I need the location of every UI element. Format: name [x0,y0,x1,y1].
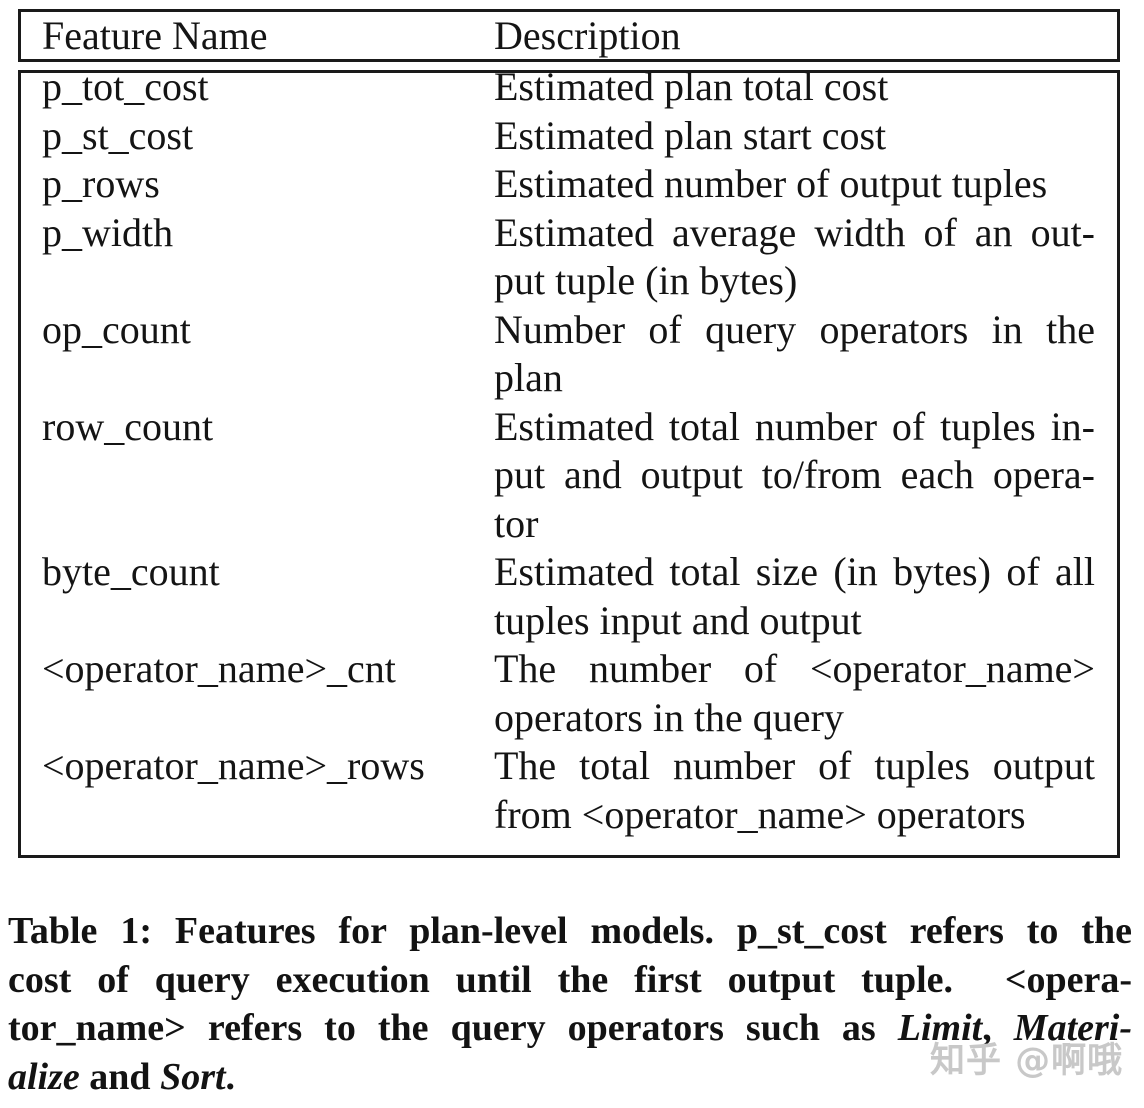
feature-name-cell: <operator_name>_cnt [42,646,396,691]
feature-name-cell: p_width [42,209,174,255]
description-line: put and output to/from each opera- [494,452,1095,497]
description-line: from <operator_name> operators [494,791,1026,837]
watermark: 知乎 @啊哦 [930,1041,1124,1081]
description-line: put tuple (in bytes) [494,258,798,303]
description-line: Estimated number of output tuples [494,161,1048,206]
table-row: op_count Number of query operators in th… [42,306,1095,403]
caption-line: tor_name> refers to the query operators … [8,1004,1132,1053]
table-row: p_tot_cost Estimated plan total cost [42,70,1095,112]
table-row: p_width Estimated average width of an ou… [42,209,1095,306]
description-cell: Number of query operators in the plan [494,306,1095,403]
description-line: Estimated total number of tuples in- [494,403,1095,449]
description-line: The number of <operator_name> [494,646,1095,691]
description-cell: Estimated plan total cost [494,70,1095,112]
feature-name-cell: p_rows [42,161,160,206]
header-feature-name: Feature Name [42,13,268,58]
feature-name-cell: p_st_cost [42,112,194,158]
description-cell: Estimated total size (in bytes) of all t… [494,548,1095,645]
caption-line: Table 1: Features for plan-level models.… [8,907,1132,956]
feature-table-header-row: Feature Name Description [18,9,1120,62]
description-line: Estimated plan start cost [494,112,887,158]
table-row: p_st_cost Estimated plan start cost [42,112,1095,161]
feature-name-cell: <operator_name>_rows [42,743,425,788]
description-line: tuples input and output [494,597,862,643]
feature-name-cell: row_count [42,403,214,449]
caption-text: cost of query execution until the first … [8,958,1132,1001]
description-cell: Estimated plan start cost [494,112,1095,161]
caption-text: , [982,1007,1014,1049]
description-cell: Estimated number of output tuples [494,160,1095,209]
description-line: Number of query operators in the [494,306,1095,352]
table-row: byte_count Estimated total size (in byte… [42,548,1095,645]
caption-text: Table 1: Features for plan-level models.… [8,910,1132,952]
caption-text: and [79,1055,161,1098]
description-line: plan [494,355,563,400]
description-cell: Estimated average width of an out- put t… [494,209,1095,306]
description-cell: The total number of tuples output from <… [494,742,1095,839]
feature-name-cell: p_tot_cost [42,70,209,109]
caption-line: cost of query execution until the first … [8,956,1132,1005]
caption-italic-text: Sort [160,1055,226,1098]
table-row: row_count Estimated total number of tupl… [42,403,1095,549]
caption-text: . [225,1055,236,1098]
header-description: Description [494,13,681,58]
caption-italic-text: Limit [897,1007,983,1049]
caption-line: alize and Sort. [8,1053,1132,1102]
description-line: Estimated total size (in bytes) of all [494,549,1095,594]
table-caption: Table 1: Features for plan-level models.… [8,907,1132,1101]
description-line: Estimated plan total cost [494,70,889,109]
description-line: tor [494,500,539,546]
table-row: p_rows Estimated number of output tuples [42,160,1095,209]
table-row: <operator_name>_cnt The number of <opera… [42,645,1095,742]
table-row: <operator_name>_rows The total number of… [42,742,1095,839]
description-line: Estimated average width of an out- [494,209,1095,255]
feature-name-cell: op_count [42,306,191,352]
feature-name-cell: byte_count [42,549,220,594]
caption-italic-text: Materi- [1013,1007,1133,1049]
description-cell: Estimated total number of tuples in- put… [494,403,1095,549]
caption-text: tor_name> refers to the query operators … [8,1007,898,1049]
description-cell: The number of <operator_name> operators … [494,645,1095,742]
description-line: The total number of tuples output [494,743,1095,788]
feature-table-body: p_tot_cost Estimated plan total cost p_s… [18,70,1120,858]
caption-italic-text: alize [8,1055,80,1098]
description-line: operators in the query [494,694,844,740]
